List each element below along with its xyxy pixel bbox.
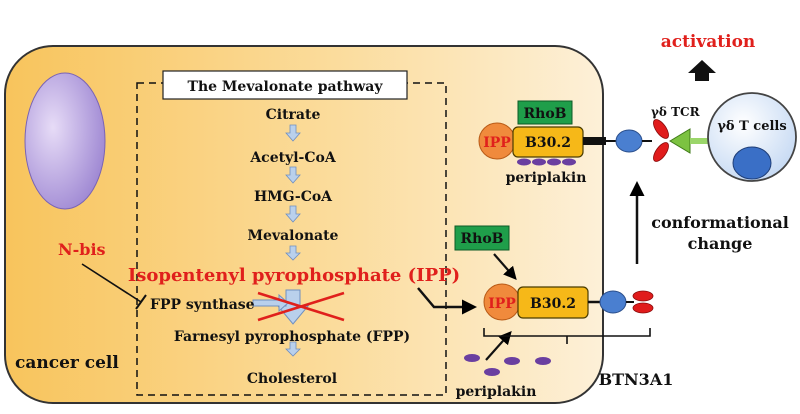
bottom-periplakin-label: periplakin [456, 384, 537, 400]
pathway-title-box [162, 70, 408, 100]
activation-label: activation [661, 32, 756, 52]
periplakin-binding-arrow [485, 331, 512, 361]
step-acetyl-coa: Acetyl-CoA [249, 150, 337, 166]
btn3a1-label: BTN3A1 [599, 370, 674, 389]
top-periplakin-dots [517, 158, 576, 166]
top-ipp-label: IPP [483, 135, 511, 151]
bottom-b302-label: B30.2 [530, 296, 576, 312]
top-rhob-label: RhoB [524, 106, 567, 122]
tcr-label: γδ TCR [651, 105, 701, 119]
step-mevalonate: Mevalonate [248, 228, 339, 244]
step-cholesterol: Cholesterol [247, 371, 337, 387]
ipp-label: Isopentenyl pyrophosphate (IPP) [128, 265, 460, 286]
tcr-green-triangle [669, 128, 691, 154]
conformational-label: conformational [651, 213, 789, 232]
activation-arrow [688, 60, 716, 81]
bottom-periplakin-dots [464, 354, 551, 376]
top-rhob-box [517, 100, 573, 125]
pathway-down-arrows [285, 124, 301, 357]
bottom-ipp-label: IPP [488, 296, 516, 312]
top-membrane-bar [583, 137, 606, 145]
cancer-cell [4, 45, 604, 404]
t-cell-label: γδ T cells [717, 119, 786, 134]
bottom-rhob-label: RhoB [461, 231, 504, 247]
bottom-rhob-box [454, 225, 510, 251]
step-fpp: Farnesyl pyrophosphate (FPP) [174, 329, 410, 345]
top-periplakin-label: periplakin [506, 170, 587, 186]
t-cell-nucleus [732, 146, 772, 180]
block-cross [257, 291, 345, 322]
rhob-binding-arrow [493, 253, 517, 280]
enzyme-fpp-synthase: FPP synthase [150, 297, 255, 313]
cancer-cell-label: cancer cell [15, 353, 119, 373]
top-b302-label: B30.2 [525, 135, 571, 151]
top-btn-domain [615, 129, 643, 153]
nbis-inhibition-bar [135, 294, 147, 310]
change-label: change [688, 234, 753, 253]
t-cell [707, 92, 797, 182]
nbis-label: N-bis [58, 240, 106, 259]
step-citrate: Citrate [266, 107, 321, 123]
pathway-title: The Mevalonate pathway [188, 79, 384, 95]
pathway-box [136, 82, 447, 396]
nbis-inhibition-line [81, 263, 142, 303]
nucleus [24, 72, 106, 210]
step-hmg-coa: HMG-CoA [254, 189, 333, 205]
ipp-to-complex-arrow [417, 287, 477, 315]
tcr-receptor [653, 119, 669, 162]
btn3a1-brace [483, 328, 651, 344]
bottom-btn-red-domains [632, 290, 654, 314]
bottom-btn-domain [599, 290, 627, 314]
